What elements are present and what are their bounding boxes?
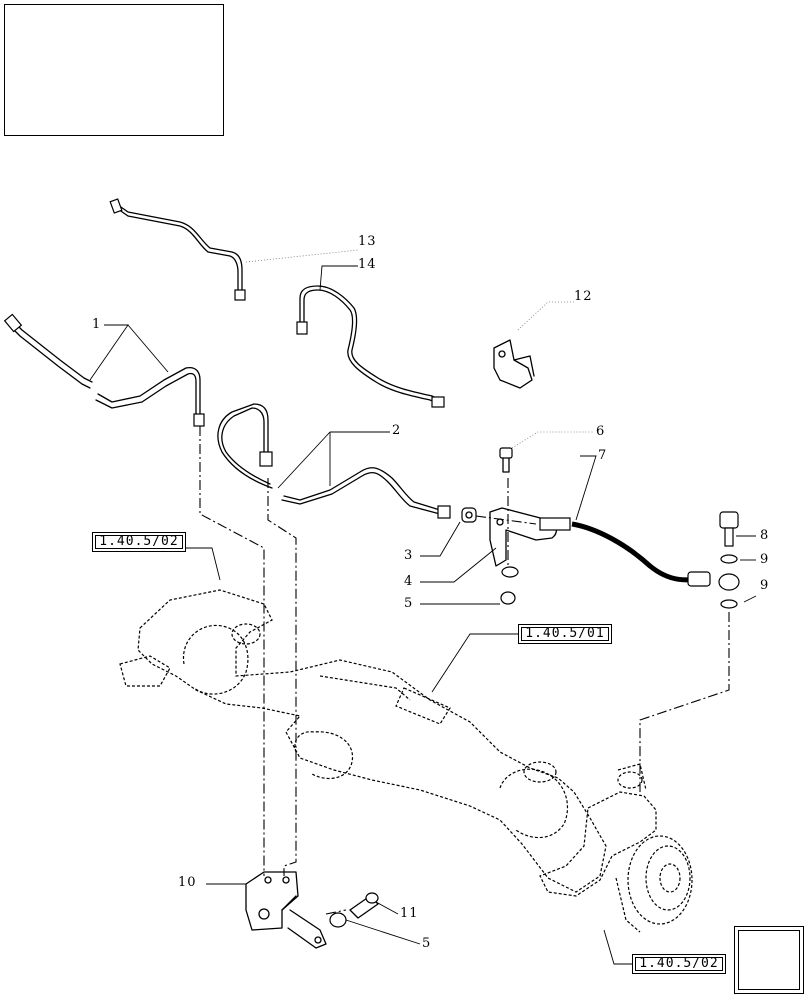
ref-right-knuckle[interactable]: 1.40.5/02: [632, 954, 726, 974]
callout-9-lower: 9: [760, 578, 770, 593]
assembly-centre-lines: [199, 426, 730, 915]
callout-7: 7: [598, 448, 608, 463]
callout-12: 12: [574, 289, 593, 304]
brake-pipe-1: [3, 313, 205, 427]
callout-2: 2: [392, 423, 402, 438]
pipe-coupler-10: [245, 871, 327, 949]
next-page-button[interactable]: [734, 926, 804, 994]
callout-13: 13: [358, 234, 377, 249]
brake-pipe-2: [217, 403, 451, 519]
callout-14: 14: [358, 257, 377, 272]
fittings-3-6: [461, 447, 571, 605]
overview-thumbnail[interactable]: [4, 4, 224, 136]
callout-8: 8: [760, 528, 770, 543]
callout-4: 4: [404, 574, 414, 589]
right-knuckle-hub: [539, 763, 693, 933]
callout-1: 1: [92, 317, 102, 332]
callout-5-lower: 5: [422, 936, 432, 951]
bolt-11: [329, 892, 379, 928]
callout-5-upper: 5: [404, 596, 414, 611]
callout-6: 6: [596, 424, 606, 439]
brake-pipe-14: [296, 285, 445, 408]
brake-pipe-13: [109, 198, 246, 301]
axle-housing-outline: [119, 589, 607, 893]
ref-axle-housing[interactable]: 1.40.5/01: [518, 624, 612, 644]
callout-leaders: [89, 249, 757, 965]
bracket-12: [493, 339, 535, 389]
banjo-bolt-8: [718, 511, 740, 609]
callout-10: 10: [178, 875, 197, 890]
callout-11: 11: [400, 906, 419, 921]
callout-3: 3: [404, 548, 414, 563]
brake-hose-7: [571, 521, 711, 587]
callout-9-upper: 9: [760, 552, 770, 567]
ref-left-knuckle[interactable]: 1.40.5/02: [92, 532, 186, 552]
